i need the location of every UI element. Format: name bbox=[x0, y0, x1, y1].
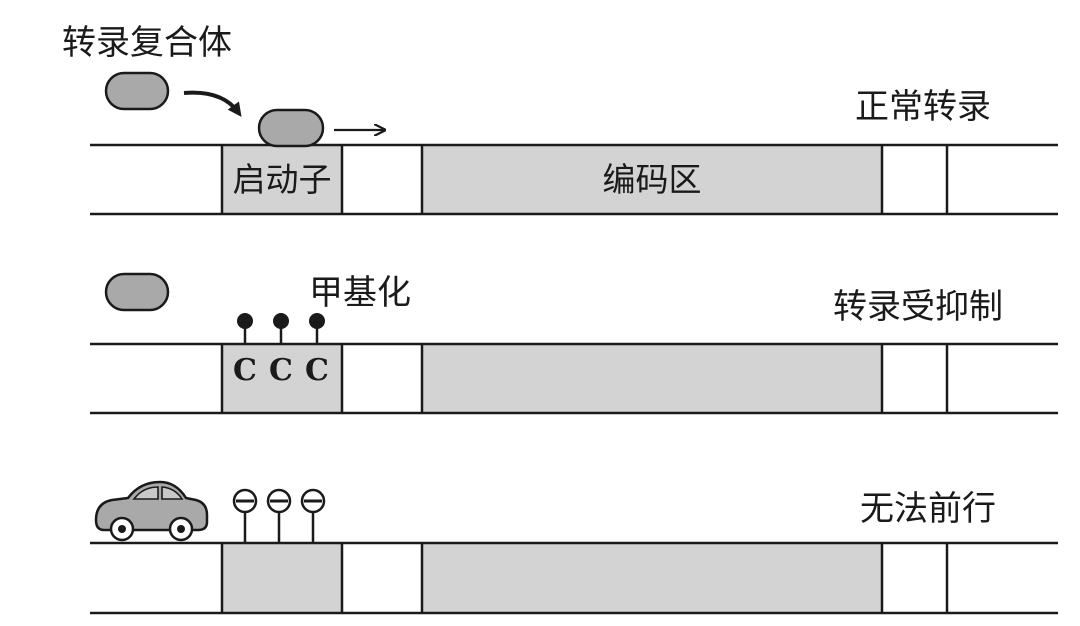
transcription-complex-blob bbox=[106, 73, 168, 109]
cannot-proceed-label: 无法前行 bbox=[860, 492, 996, 526]
transcription-complex-blob-bound bbox=[259, 110, 323, 146]
promoter-region bbox=[222, 543, 342, 613]
promoter-label: 启动子 bbox=[222, 163, 342, 196]
methyl-group-dot bbox=[309, 313, 325, 329]
methylated-cytosine-2: C bbox=[269, 356, 293, 386]
coding-region bbox=[422, 543, 882, 613]
methylated-cytosine-1: C bbox=[233, 356, 257, 386]
binding-curve-arrow bbox=[184, 93, 238, 112]
coding-region bbox=[422, 344, 882, 413]
transcription-complex-blob bbox=[106, 274, 168, 310]
coding-region-label: 编码区 bbox=[422, 163, 882, 196]
transcription-complex-label: 转录复合体 bbox=[62, 26, 232, 60]
car-icon bbox=[96, 482, 207, 540]
transcription-suppressed-label: 转录受抑制 bbox=[833, 290, 1003, 324]
methylation-label: 甲基化 bbox=[309, 276, 411, 310]
methylated-cytosine-3: C bbox=[305, 356, 329, 386]
methyl-group-dot bbox=[237, 313, 253, 329]
methyl-group-dot bbox=[273, 313, 289, 329]
normal-transcription-label: 正常转录 bbox=[855, 90, 991, 124]
